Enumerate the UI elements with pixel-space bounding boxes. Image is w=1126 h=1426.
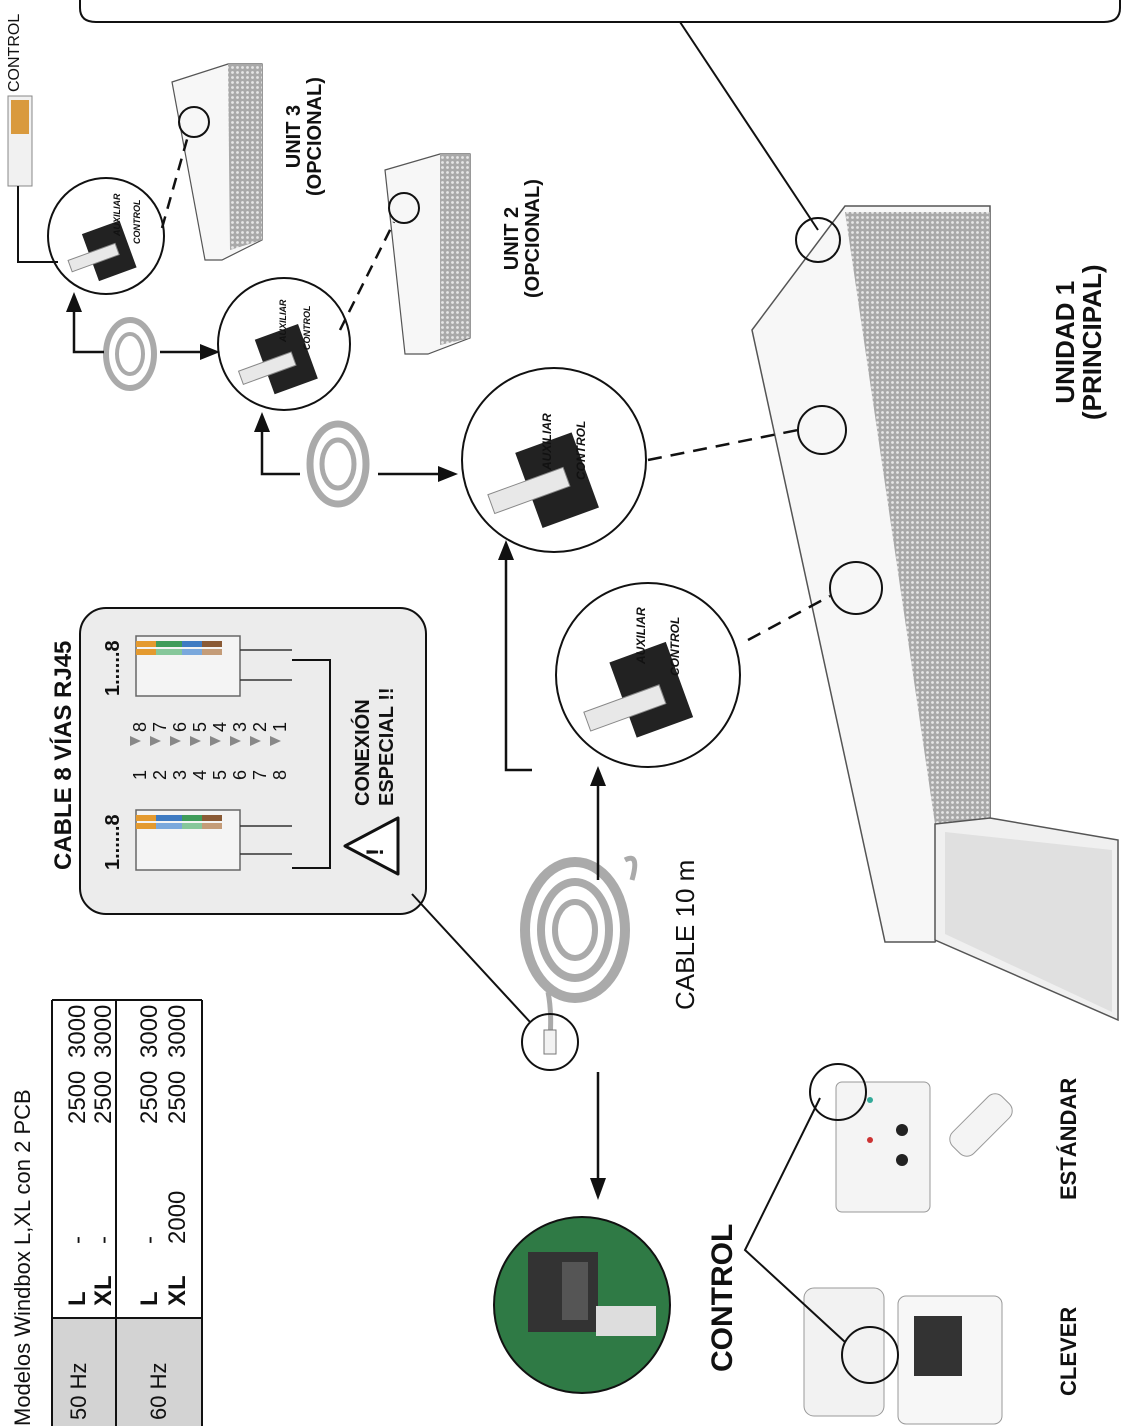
table-cell: 2500	[90, 1070, 117, 1124]
pin-left: 2	[150, 769, 170, 780]
top-control-label: CONTROL	[6, 13, 23, 92]
port-label-control: CONTROL	[574, 420, 588, 480]
table-cell: 2500	[164, 1070, 191, 1124]
table-row-50hz-freq: 50 Hz	[66, 1362, 91, 1420]
pin-right: 7	[150, 721, 170, 732]
unit1-label-line1: UNIDAD 1	[1050, 280, 1080, 404]
unit1-port-circle-mid	[797, 405, 847, 455]
models-table-title: Modelos Windbox L,XL con 2 PCB	[10, 1089, 35, 1426]
clever-port-circle	[841, 1326, 899, 1384]
unit3-label-line2: (OPCIONAL)	[304, 77, 326, 196]
pin-right: 8	[130, 721, 150, 732]
pin-arrows	[130, 736, 281, 746]
table-cell: 2500	[136, 1070, 163, 1124]
pin-left: 8	[270, 769, 290, 780]
plug-icon	[543, 1029, 557, 1055]
arrow-down-control	[590, 1178, 606, 1200]
table-cell: 2500	[64, 1070, 91, 1124]
rj45-connector-left	[135, 809, 292, 871]
pin-right: 5	[190, 721, 210, 732]
port-label-control: CONTROL	[302, 305, 312, 351]
table-cell: 3000	[164, 1004, 191, 1058]
port-label-auxiliar: AUXILIAR	[112, 193, 122, 237]
warning-line-1: CONEXIÓN	[352, 699, 374, 806]
pin-left: 3	[170, 769, 190, 780]
unit1-body	[751, 205, 1119, 1022]
port-label-control: CONTROL	[132, 199, 142, 245]
table-row-60hz-freq: 60 Hz	[146, 1362, 171, 1420]
remote-control-icon	[949, 1093, 1013, 1157]
table-cell: 3000	[136, 1004, 163, 1058]
clever-controller	[803, 1287, 1003, 1425]
warning-line-2: ESPECIAL !!	[376, 687, 398, 806]
plug-detail-circle	[521, 1013, 579, 1071]
models-table-frame	[51, 999, 203, 1426]
pin-right: 1	[270, 721, 290, 732]
table-cell: 3000	[90, 1004, 117, 1058]
table-cell: 3000	[64, 1004, 91, 1058]
rj45-bracket-line	[292, 659, 331, 869]
warning-triangle-icon	[343, 816, 400, 876]
unit1-port-circle-top	[795, 217, 841, 263]
control-label: CONTROL	[706, 1223, 739, 1372]
table-cell: L	[136, 1291, 163, 1306]
pin-left: 7	[250, 769, 270, 780]
unit2-label-line1: UNIT 2	[501, 206, 523, 271]
cable-coil-small-b	[103, 317, 157, 391]
table-cell: XL	[90, 1275, 117, 1306]
rj45-box-title: CABLE 8 VÍAS RJ45	[50, 640, 77, 870]
port-detail-unit3	[47, 177, 165, 295]
top-info-box	[79, 0, 1121, 23]
standard-controller-label: ESTÁNDAR	[1056, 1077, 1081, 1200]
leader-rj45	[411, 893, 531, 1023]
port-label-auxiliar: AUXILIAR	[278, 299, 288, 343]
table-cell: -	[136, 1236, 163, 1244]
rj45-end-left-label: 1......8	[102, 814, 124, 870]
pin-right: 4	[210, 721, 230, 732]
leader-top-box	[679, 21, 819, 231]
port-label-auxiliar: AUXILIAR	[634, 607, 648, 664]
rj45-end-right-label: 1......8	[102, 640, 124, 696]
warning-mark: !	[362, 848, 389, 856]
unit1-label: UNIDAD 1 (PRINCIPAL)	[1050, 264, 1108, 420]
unit2-port-circle	[388, 192, 420, 224]
pin-right: 6	[170, 721, 190, 732]
table-cell: -	[64, 1236, 91, 1244]
port-detail-unit2	[217, 277, 351, 411]
unit1-port-circle-low	[829, 561, 883, 615]
pin-right: 3	[230, 721, 250, 732]
standard-port-circle	[809, 1063, 867, 1121]
pin-right: 2	[250, 721, 270, 732]
unit3-body	[171, 63, 263, 261]
pin-left: 6	[230, 769, 250, 780]
port-detail-unit1-b	[555, 582, 741, 768]
cable-coil-small-a	[306, 420, 370, 508]
arrow-up-unit1	[590, 766, 606, 786]
table-cell: L	[64, 1291, 91, 1306]
cable-coil	[520, 855, 638, 1041]
unit2-label: UNIT 2 (OPCIONAL)	[501, 179, 544, 298]
pin-left: 4	[190, 769, 210, 780]
unit2-label-line2: (OPCIONAL)	[522, 179, 544, 298]
clever-controller-label: CLEVER	[1056, 1306, 1081, 1396]
unit1-label-line2: (PRINCIPAL)	[1077, 264, 1108, 420]
unit3-port-circle	[178, 106, 210, 138]
standard-controller	[835, 1081, 931, 1213]
unit3-label: UNIT 3 (OPCIONAL)	[283, 77, 326, 196]
control-pcb-circle	[493, 1216, 671, 1394]
pin-left: 5	[210, 769, 230, 780]
cable-label: CABLE 10 m	[670, 859, 700, 1010]
table-cell: -	[90, 1236, 117, 1244]
port-label-auxiliar: AUXILIAR	[540, 413, 554, 470]
table-cell: XL	[164, 1275, 191, 1306]
pin-left: 1	[130, 769, 150, 780]
unit2-body	[384, 153, 471, 355]
rj45-connector-right	[135, 635, 292, 697]
port-detail-unit1-a	[461, 367, 647, 553]
port-label-control: CONTROL	[668, 616, 682, 676]
table-cell: 2000	[164, 1190, 191, 1244]
unit3-label-line1: UNIT 3	[283, 104, 305, 169]
